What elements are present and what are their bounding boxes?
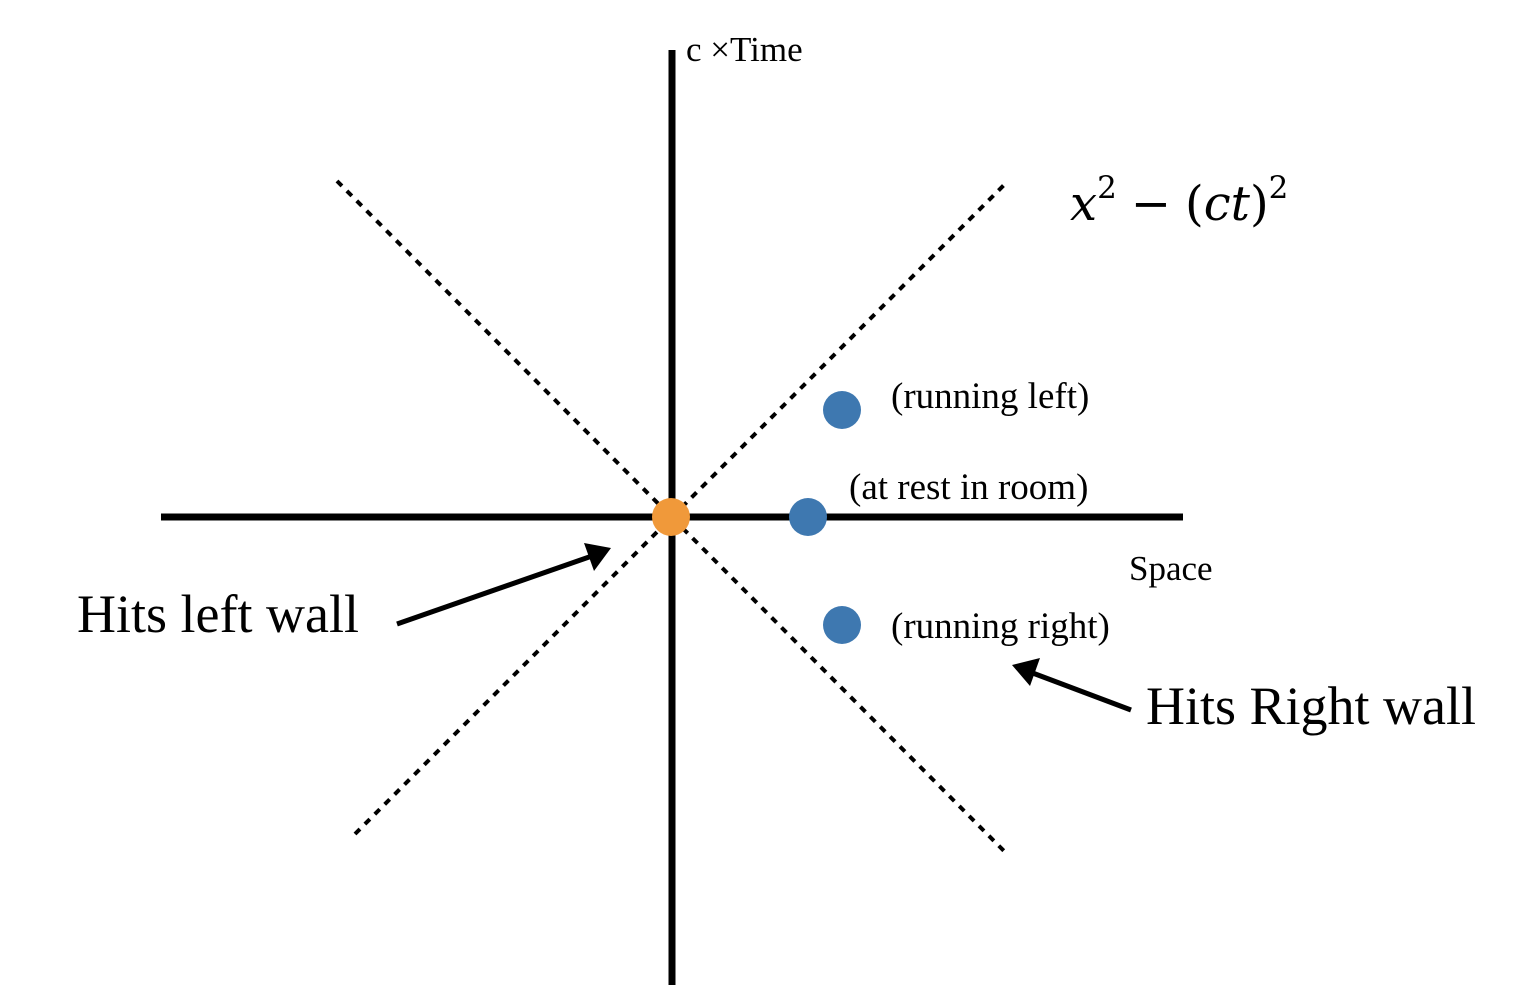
formula-ct: ct: [1204, 176, 1251, 232]
label-hits-right-wall: Hits Right wall: [1146, 676, 1476, 736]
event-running-right: [823, 606, 861, 644]
arrow-hits-right-wall: [1029, 669, 1132, 713]
formula-exponent-2: 2: [1269, 170, 1289, 206]
formula-lparen: (: [1185, 176, 1204, 232]
label-at-rest: (at rest in room): [849, 467, 1088, 508]
arrow-hits-left-wall: [396, 553, 593, 627]
label-running-left: (running left): [891, 376, 1089, 417]
formula-rparen: ): [1250, 176, 1269, 232]
arrowhead-hits-left-wall: [584, 543, 611, 571]
interval-formula: x2−(ct)2: [1070, 170, 1288, 232]
label-hits-left-wall: Hits left wall: [77, 584, 359, 644]
formula-minus: −: [1131, 176, 1171, 232]
time-axis-label: c ×Time: [686, 30, 803, 69]
event-running-left: [823, 391, 861, 429]
formula-exponent-1: 2: [1097, 170, 1117, 206]
light-cone-line-negative: [335, 179, 1007, 854]
space-axis-label: Space: [1129, 549, 1213, 588]
arrowhead-hits-right-wall: [1012, 658, 1040, 686]
formula-x: x: [1070, 176, 1097, 232]
event-origin: [652, 498, 690, 536]
event-at-rest: [789, 498, 827, 536]
label-running-right: (running right): [891, 606, 1110, 647]
